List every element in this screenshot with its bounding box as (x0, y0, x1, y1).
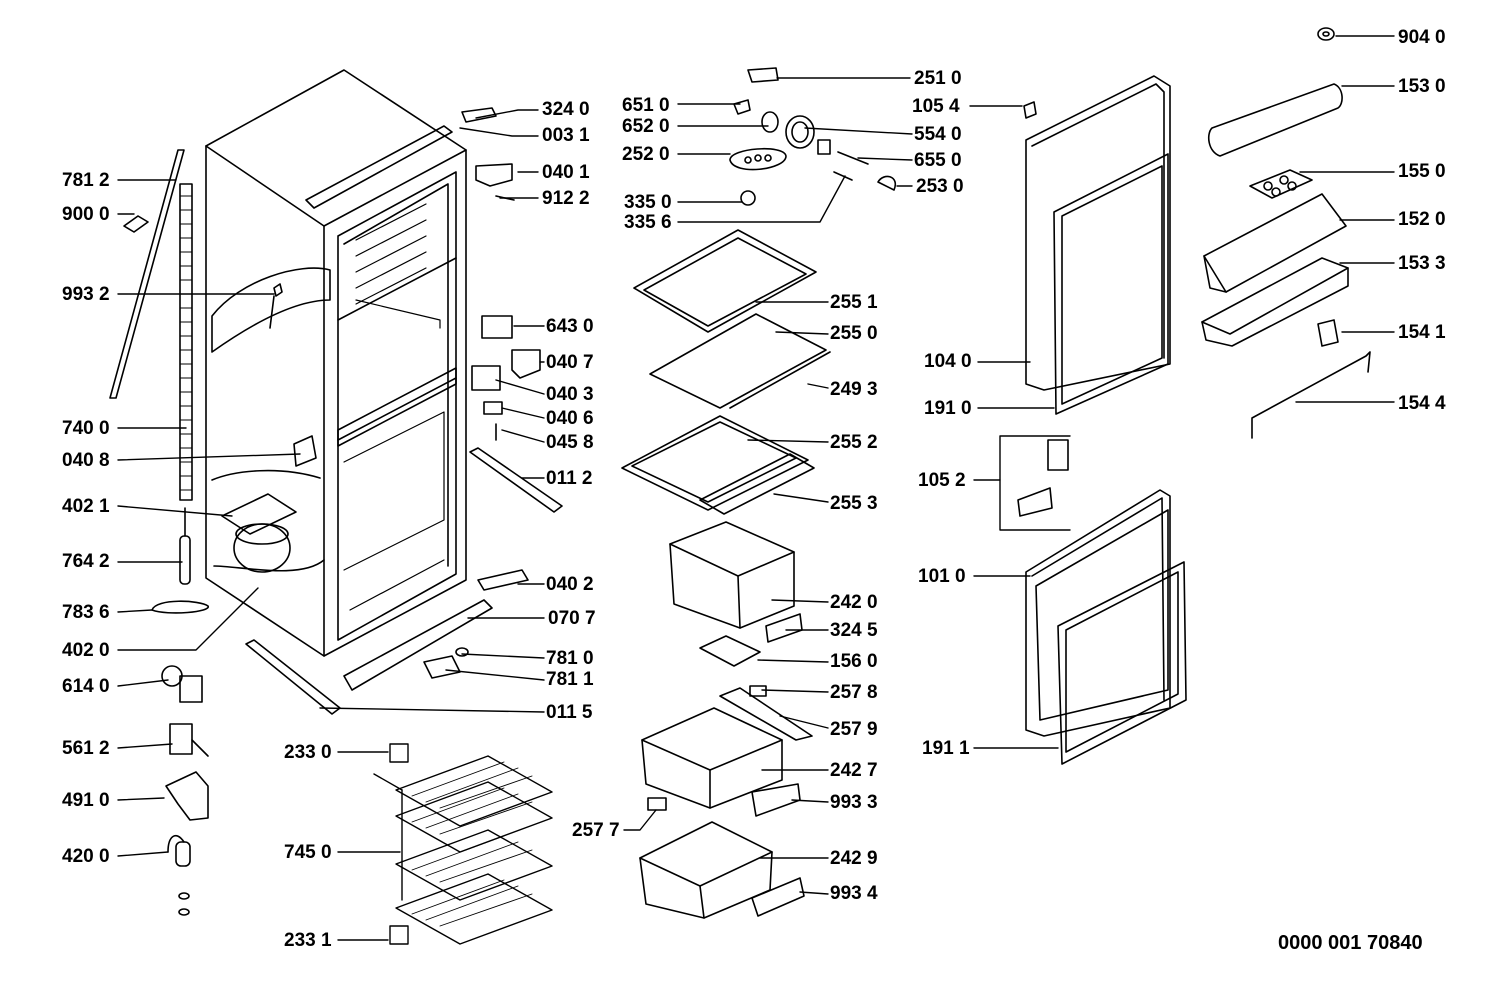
callout-242-9: 242 9 (830, 848, 878, 869)
callout-105-4: 105 4 (912, 96, 960, 117)
callout-105-2: 105 2 (918, 470, 966, 491)
callout-154-1: 154 1 (1398, 322, 1446, 343)
callout-402-1: 402 1 (62, 496, 110, 517)
callout-781-1: 781 1 (546, 669, 594, 690)
document-number: 0000 001 70840 (1278, 932, 1423, 954)
callout-335-6: 335 6 (624, 212, 672, 233)
callout-912-2: 912 2 (542, 188, 590, 209)
callout-764-2: 764 2 (62, 551, 110, 572)
leader-lines (117, 35, 1395, 941)
callout-993-4: 993 4 (830, 883, 878, 904)
callout-040-2: 040 2 (546, 574, 594, 595)
callout-011-2: 011 2 (546, 468, 593, 489)
callout-252-0: 252 0 (622, 144, 670, 165)
callout-781-2: 781 2 (62, 170, 110, 191)
callout-191-0: 191 0 (924, 398, 972, 419)
callout-253-0: 253 0 (916, 176, 964, 197)
callout-781-0: 781 0 (546, 648, 594, 669)
callout-561-2: 561 2 (62, 738, 110, 759)
callout-040-8: 040 8 (62, 450, 110, 471)
callout-652-0: 652 0 (622, 116, 670, 137)
crisper-drawers (639, 521, 813, 919)
callout-040-1: 040 1 (542, 162, 590, 183)
freezer-baskets (373, 743, 553, 945)
doors (1017, 75, 1187, 765)
callout-155-0: 155 0 (1398, 161, 1446, 182)
callout-651-0: 651 0 (622, 95, 670, 116)
callout-251-0: 251 0 (914, 68, 962, 89)
callout-745-0: 745 0 (284, 842, 332, 863)
callout-191-1: 191 1 (922, 738, 970, 759)
callout-740-0: 740 0 (62, 418, 110, 439)
callout-104-0: 104 0 (924, 351, 972, 372)
callout-242-0: 242 0 (830, 592, 878, 613)
callout-233-0: 233 0 (284, 742, 332, 763)
callout-011-5: 011 5 (546, 702, 593, 723)
callout-255-1: 255 1 (830, 292, 878, 313)
callout-101-0: 101 0 (918, 566, 966, 587)
callout-156-0: 156 0 (830, 651, 878, 672)
door-accessories (1201, 27, 1371, 439)
callout-993-3: 993 3 (830, 792, 878, 813)
glass-shelves (621, 229, 831, 515)
callout-491-0: 491 0 (62, 790, 110, 811)
callout-420-0: 420 0 (62, 846, 110, 867)
callout-257-8: 257 8 (830, 682, 878, 703)
callout-152-0: 152 0 (1398, 209, 1446, 230)
callout-655-0: 655 0 (914, 150, 962, 171)
callout-257-9: 257 9 (830, 719, 878, 740)
callout-257-7: 257 7 (572, 820, 620, 841)
callout-045-8: 045 8 (546, 432, 594, 453)
callout-904-0: 904 0 (1398, 27, 1446, 48)
callout-324-5: 324 5 (830, 620, 878, 641)
callout-153-0: 153 0 (1398, 76, 1446, 97)
callout-255-3: 255 3 (830, 493, 878, 514)
callout-153-3: 153 3 (1398, 253, 1446, 274)
callout-154-4: 154 4 (1398, 393, 1446, 414)
callout-040-6: 040 6 (546, 408, 594, 429)
callout-335-0: 335 0 (624, 192, 672, 213)
callout-070-7: 070 7 (548, 608, 596, 629)
callout-402-0: 402 0 (62, 640, 110, 661)
callout-900-0: 900 0 (62, 204, 110, 225)
callout-614-0: 614 0 (62, 676, 110, 697)
callout-255-2: 255 2 (830, 432, 878, 453)
callout-242-7: 242 7 (830, 760, 878, 781)
control-unit (729, 67, 897, 206)
callout-993-2: 993 2 (62, 284, 110, 305)
callout-040-7: 040 7 (546, 352, 594, 373)
callout-783-6: 783 6 (62, 602, 110, 623)
callout-233-1: 233 1 (284, 930, 332, 951)
callout-003-1: 003 1 (542, 125, 590, 146)
cabinet-body (109, 69, 563, 916)
callout-554-0: 554 0 (914, 124, 962, 145)
callout-255-0: 255 0 (830, 323, 878, 344)
callout-643-0: 643 0 (546, 316, 594, 337)
callout-324-0: 324 0 (542, 99, 590, 120)
callout-249-3: 249 3 (830, 379, 878, 400)
callout-040-3: 040 3 (546, 384, 594, 405)
